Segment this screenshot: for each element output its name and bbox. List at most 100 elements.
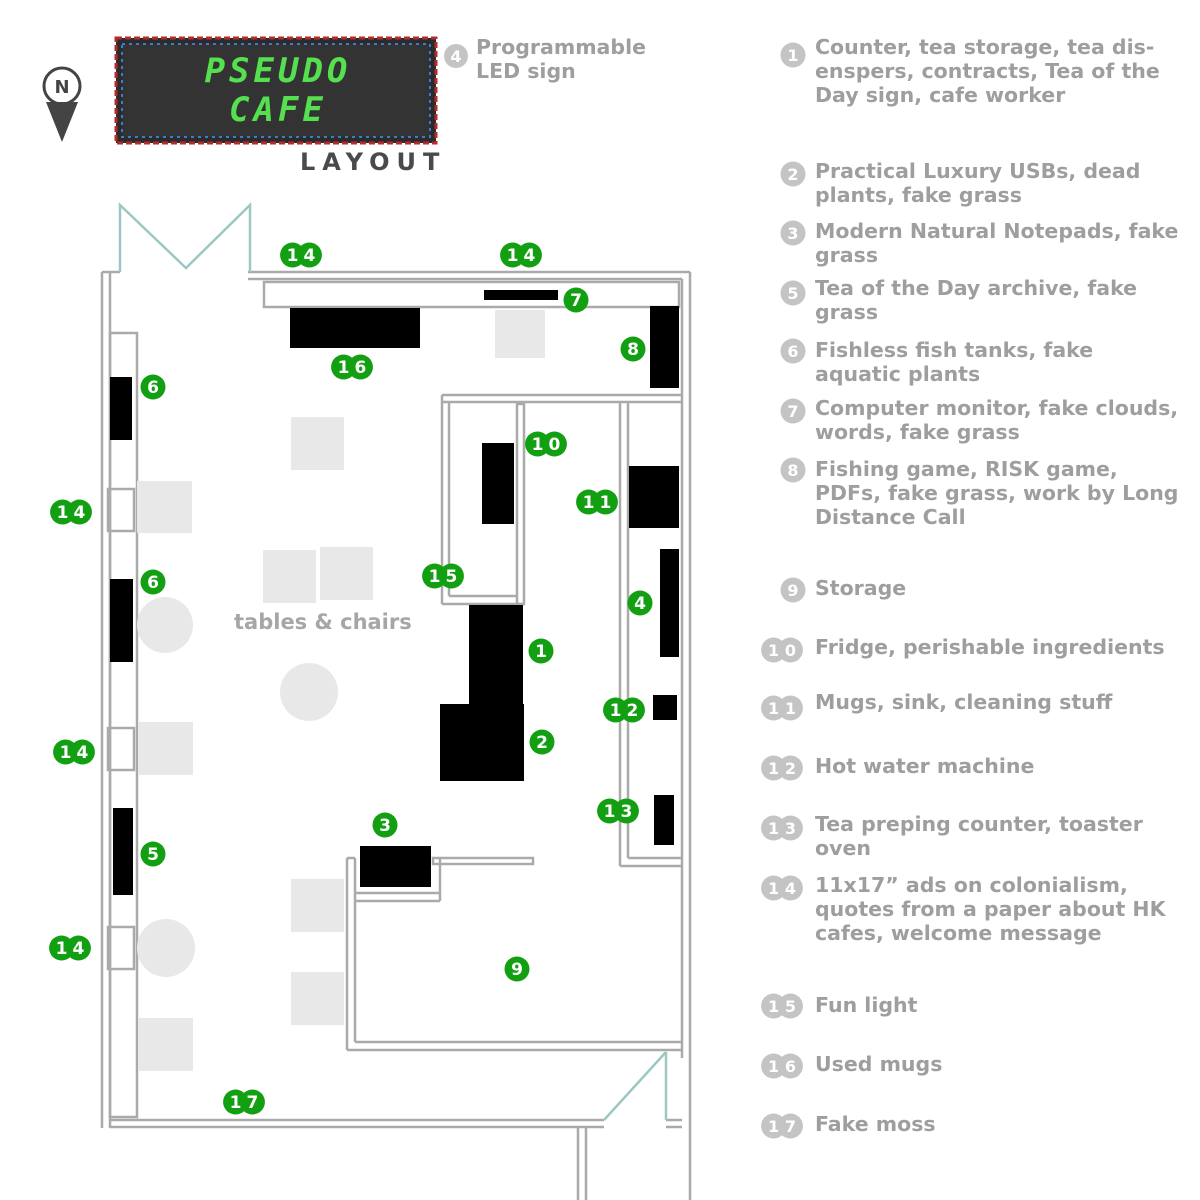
svg-text:5: 5 xyxy=(787,284,798,303)
svg-text:6: 6 xyxy=(785,1057,796,1076)
svg-text:5: 5 xyxy=(446,567,458,587)
svg-text:1: 1 xyxy=(604,802,616,822)
svg-text:6: 6 xyxy=(355,358,367,378)
svg-text:1: 1 xyxy=(60,743,72,763)
led-sign-line-2: CAFE xyxy=(229,90,327,130)
legend-item-13: Tea preping counter, toaster oven xyxy=(815,812,1143,860)
marker-6: 6 xyxy=(140,569,166,595)
svg-text:4: 4 xyxy=(77,743,89,763)
legend-badge-3: 3 xyxy=(780,220,806,246)
svg-text:4: 4 xyxy=(304,246,316,266)
legend-item-8: Fishing game, RISK game, PDFs, fake gras… xyxy=(815,457,1179,529)
svg-text:1: 1 xyxy=(768,819,779,838)
svg-text:1: 1 xyxy=(57,503,69,523)
north-label: N xyxy=(54,77,69,98)
furniture xyxy=(137,310,545,1071)
svg-text:5: 5 xyxy=(785,997,796,1016)
legend-item-10: Fridge, perishable ingredients xyxy=(815,635,1165,659)
svg-text:7: 7 xyxy=(247,1093,259,1113)
legend-item-11: Mugs, sink, cleaning stuff xyxy=(815,690,1113,714)
svg-text:8: 8 xyxy=(627,340,639,360)
svg-text:3: 3 xyxy=(621,802,633,822)
svg-text:1: 1 xyxy=(230,1093,242,1113)
north-arrow-icon: N xyxy=(42,66,82,142)
legend-item-7: Computer monitor, fake clouds, words, fa… xyxy=(815,396,1179,444)
svg-text:1: 1 xyxy=(338,358,350,378)
legend-badge-9: 9 xyxy=(780,577,806,603)
svg-text:1: 1 xyxy=(785,699,796,718)
legend-item-16: Used mugs xyxy=(815,1052,943,1076)
svg-text:1: 1 xyxy=(768,1057,779,1076)
tables-chairs-label: tables & chairs xyxy=(234,610,412,634)
legend-item-2: Practical Luxury USBs, dead plants, fake… xyxy=(815,159,1141,207)
legend-item-14: 11x17” ads on colonialism, quotes from a… xyxy=(815,873,1166,945)
svg-text:7: 7 xyxy=(785,1117,796,1136)
fixtures xyxy=(110,290,679,895)
sign-caption-badge: 4 xyxy=(444,44,468,68)
svg-text:1: 1 xyxy=(600,493,612,513)
legend-badge-1: 1 xyxy=(780,42,806,68)
svg-text:4: 4 xyxy=(634,594,646,614)
marker-7: 7 xyxy=(563,287,589,313)
svg-text:3: 3 xyxy=(379,816,391,836)
legend-item-6: Fishless fish tanks, fake aquatic plants xyxy=(815,338,1094,386)
marker-8: 8 xyxy=(620,336,646,362)
svg-text:1: 1 xyxy=(429,567,441,587)
legend-item-3: Modern Natural Notepads, fake grass xyxy=(815,219,1179,267)
svg-text:8: 8 xyxy=(787,461,798,480)
legend-item-17: Fake moss xyxy=(815,1112,936,1136)
legend-badge-6: 6 xyxy=(780,338,806,364)
legend-item-15: Fun light xyxy=(815,993,918,1017)
marker-3: 3 xyxy=(372,812,398,838)
svg-text:1: 1 xyxy=(787,46,798,65)
legend-badge-2: 2 xyxy=(780,161,806,187)
legend-item-9: Storage xyxy=(815,576,907,600)
legend-item-12: Hot water machine xyxy=(815,754,1035,778)
svg-text:1: 1 xyxy=(532,435,544,455)
svg-text:3: 3 xyxy=(785,819,796,838)
legend-item-1: Counter, tea storage, tea dis-enspers, c… xyxy=(815,35,1160,107)
svg-text:2: 2 xyxy=(627,701,639,721)
svg-text:0: 0 xyxy=(549,435,561,455)
svg-text:6: 6 xyxy=(147,573,159,593)
sign-caption: Programmable LED sign xyxy=(476,35,646,83)
svg-text:1: 1 xyxy=(507,246,519,266)
svg-text:6: 6 xyxy=(147,378,159,398)
svg-text:4: 4 xyxy=(73,939,85,959)
marker-9: 9 xyxy=(504,956,530,982)
svg-text:1: 1 xyxy=(535,642,547,662)
svg-text:1: 1 xyxy=(768,699,779,718)
svg-text:1: 1 xyxy=(768,997,779,1016)
svg-text:2: 2 xyxy=(536,733,548,753)
svg-text:9: 9 xyxy=(787,581,798,600)
walls xyxy=(100,270,692,1200)
svg-text:6: 6 xyxy=(787,342,798,361)
doors xyxy=(118,202,668,1121)
svg-text:5: 5 xyxy=(147,845,159,865)
svg-text:4: 4 xyxy=(74,503,86,523)
svg-text:1: 1 xyxy=(610,701,622,721)
marker-6: 6 xyxy=(140,374,166,400)
legend-item-5: Tea of the Day archive, fake grass xyxy=(815,276,1138,324)
sign-caption-num: 4 xyxy=(450,47,461,66)
legend-badge-8: 8 xyxy=(780,457,806,483)
legend-badge-7: 7 xyxy=(780,398,806,424)
